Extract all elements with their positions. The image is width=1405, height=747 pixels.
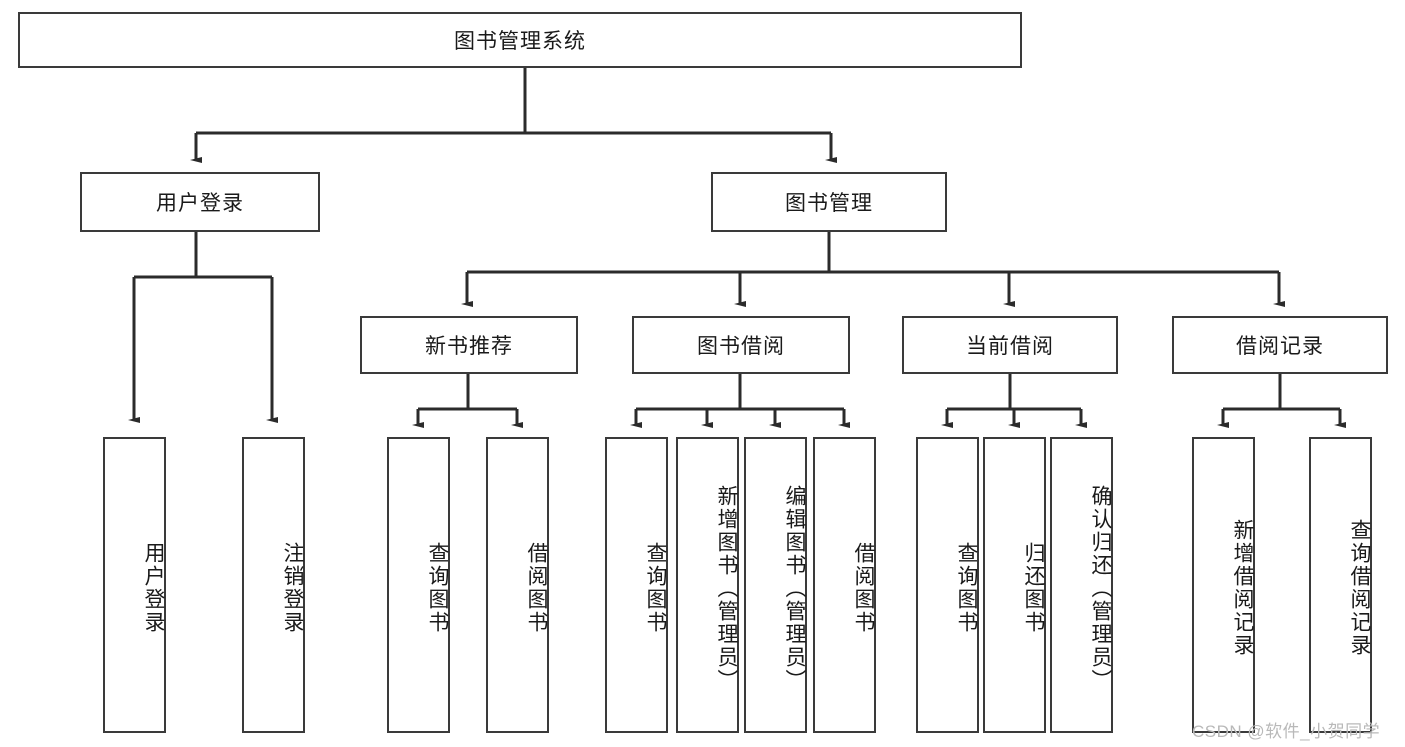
node-label: 查询图书: [426, 542, 449, 634]
node-label: 借阅图书: [525, 542, 548, 634]
leaf-record-query-borrow-record[interactable]: 查询借阅记录: [1309, 437, 1372, 733]
leaf-user-login-signin[interactable]: 用户登录: [103, 437, 166, 733]
node-label: 确认归还（管理员）: [1089, 484, 1112, 692]
leaf-current-query-book[interactable]: 查询图书: [916, 437, 979, 733]
node-book-borrow[interactable]: 图书借阅: [632, 316, 850, 374]
node-label: 新增借阅记录: [1231, 519, 1254, 657]
node-label: 新书推荐: [425, 335, 513, 358]
leaf-borrow-edit-book-admin[interactable]: 编辑图书（管理员）: [744, 437, 807, 733]
leaf-current-return-book[interactable]: 归还图书: [983, 437, 1046, 733]
node-label: 归还图书: [1022, 542, 1045, 634]
csdn-watermark: CSDN @软件_小贺同学: [1192, 722, 1381, 741]
leaf-borrow-query-book[interactable]: 查询图书: [605, 437, 668, 733]
leaf-user-login-signout[interactable]: 注销登录: [242, 437, 305, 733]
node-label: 图书借阅: [697, 335, 785, 358]
node-book-management[interactable]: 图书管理: [711, 172, 947, 232]
node-label: 借阅记录: [1236, 335, 1324, 358]
node-label: 查询借阅记录: [1348, 519, 1371, 657]
node-user-login[interactable]: 用户登录: [80, 172, 320, 232]
node-new-book-recommend[interactable]: 新书推荐: [360, 316, 578, 374]
node-label: 查询图书: [644, 542, 667, 634]
node-borrow-record[interactable]: 借阅记录: [1172, 316, 1388, 374]
node-label: 注销登录: [281, 542, 304, 634]
leaf-new-book-borrow[interactable]: 借阅图书: [486, 437, 549, 733]
node-label: 借阅图书: [852, 542, 875, 634]
leaf-new-book-query[interactable]: 查询图书: [387, 437, 450, 733]
leaf-current-confirm-return-admin[interactable]: 确认归还（管理员）: [1050, 437, 1113, 733]
node-label: 图书管理: [785, 192, 873, 215]
leaf-borrow-borrow-book[interactable]: 借阅图书: [813, 437, 876, 733]
leaf-borrow-add-book-admin[interactable]: 新增图书（管理员）: [676, 437, 739, 733]
node-label: 用户登录: [142, 542, 165, 634]
node-label: 查询图书: [955, 542, 978, 634]
node-label: 图书管理系统: [454, 30, 586, 53]
leaf-record-add-borrow-record[interactable]: 新增借阅记录: [1192, 437, 1255, 733]
node-root-system[interactable]: 图书管理系统: [18, 12, 1022, 68]
node-label: 新增图书（管理员）: [715, 484, 738, 692]
node-label: 编辑图书（管理员）: [783, 484, 806, 692]
node-label: 当前借阅: [966, 335, 1054, 358]
node-label: 用户登录: [156, 192, 244, 215]
node-current-borrow[interactable]: 当前借阅: [902, 316, 1118, 374]
